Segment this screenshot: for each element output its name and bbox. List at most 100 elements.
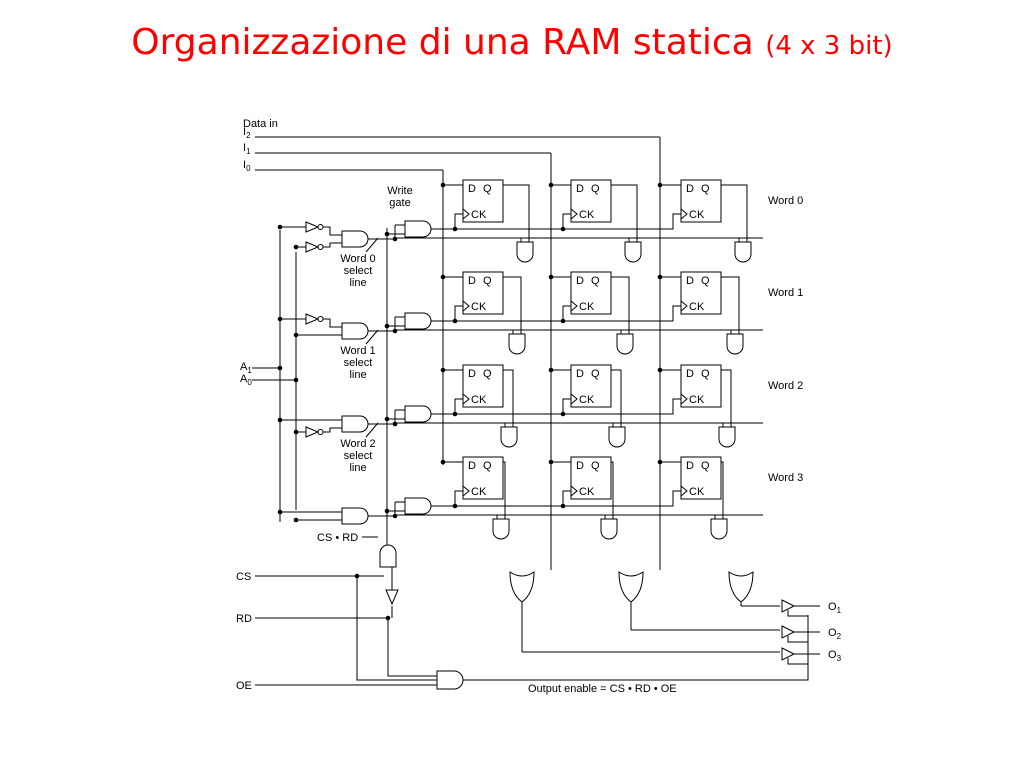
word-label-0: Word 0 [768, 195, 803, 207]
decoder-wire [323, 242, 342, 248]
title-main: Organizzazione di una RAM statica [131, 22, 754, 63]
buffer-enable-wire [787, 610, 808, 617]
ff-ck-label: CK [579, 394, 595, 406]
ff-ck-label: CK [689, 301, 705, 313]
decoder-and-gate [341, 322, 369, 340]
pointer-arrow [365, 329, 379, 345]
junction-dot [560, 318, 566, 324]
ff-ck-label: CK [689, 394, 705, 406]
read-select-wire [615, 237, 630, 242]
ff-q-label: Q [591, 183, 600, 195]
clock-triangle [462, 300, 470, 312]
flip-flop [570, 364, 612, 408]
cs-label: CS [236, 571, 251, 583]
read-and-gate [508, 333, 526, 355]
junction-dot [277, 417, 283, 423]
read-and-gate [516, 241, 534, 263]
rd-label: RD [236, 613, 252, 625]
clock-triangle [462, 208, 470, 220]
junction-dot [293, 517, 299, 523]
decoder-wire [323, 427, 342, 433]
read-select-wire [507, 237, 522, 242]
ff-ck-label: CK [471, 394, 487, 406]
not-bubble [317, 429, 324, 435]
flip-flop [462, 179, 504, 223]
title-detail: (4 x 3 bit) [765, 31, 893, 61]
q-output-wire [611, 461, 614, 519]
clock-wire [454, 490, 463, 506]
write-and-gate [404, 497, 432, 515]
junction-dot [277, 509, 283, 515]
q-output-wire [503, 276, 522, 334]
read-and-gate [726, 333, 744, 355]
ff-q-label: Q [591, 368, 600, 380]
junction-dot [440, 459, 446, 465]
rd-not-gate [385, 589, 399, 606]
clock-triangle [680, 393, 688, 405]
decoder-wire [323, 226, 342, 236]
clock-triangle [680, 208, 688, 220]
flip-flop [680, 179, 722, 223]
clock-triangle [462, 485, 470, 497]
write-and-gate [404, 220, 432, 238]
ff-ck-label: CK [471, 209, 487, 221]
buffer-enable-wire [787, 636, 808, 643]
word-select-wire [368, 410, 396, 425]
clock-triangle [570, 300, 578, 312]
input-label-0: I2 [243, 126, 251, 140]
junction-dot [452, 503, 458, 509]
word-select-label-1: Word 1 [340, 345, 375, 357]
read-and-gate [734, 241, 752, 263]
read-select-wire [483, 514, 498, 519]
junction-dot [440, 274, 446, 280]
flip-flop [680, 364, 722, 408]
output-or-gate [618, 571, 644, 603]
word-select-wire [368, 502, 396, 517]
read-select-wire [709, 422, 724, 427]
ff-q-label: Q [591, 275, 600, 287]
ff-ck-label: CK [689, 209, 705, 221]
ff-q-label: Q [701, 460, 710, 472]
ff-d-label: D [686, 460, 694, 472]
ff-d-label: D [576, 460, 584, 472]
flip-flop [462, 364, 504, 408]
decoder-not-gate [305, 241, 320, 253]
read-and-gate [710, 518, 728, 540]
output-label-2: O3 [828, 649, 842, 663]
ff-q-label: Q [483, 460, 492, 472]
junction-dot [657, 182, 663, 188]
pointer-arrow [365, 422, 379, 438]
junction-dot [392, 513, 398, 519]
junction-dot [548, 367, 554, 373]
buffer-enable-wire [787, 658, 808, 665]
read-select-wire [607, 329, 622, 334]
junction-dot [548, 274, 554, 280]
ff-q-label: Q [701, 368, 710, 380]
junction-dot [440, 367, 446, 373]
ff-d-label: D [686, 368, 694, 380]
input-label-2: I0 [243, 159, 251, 173]
ff-ck-label: CK [579, 209, 595, 221]
decoder-and-gate [341, 507, 369, 525]
ff-d-label: D [468, 183, 476, 195]
output-enable-label: Output enable = CS • RD • OE [528, 683, 677, 695]
q-output-wire [721, 461, 724, 519]
junction-dot [657, 274, 663, 280]
output-enable-line [463, 615, 809, 681]
decoder-not-gate [305, 221, 320, 233]
ff-q-label: Q [701, 275, 710, 287]
write-gate-label: Write [387, 185, 412, 197]
flip-flop [462, 271, 504, 315]
word-select-label-0: line [349, 277, 366, 289]
junction-dot [392, 236, 398, 242]
rd-to-oe-and [387, 618, 437, 677]
ff-d-label: D [468, 275, 476, 287]
q-output-wire [721, 184, 748, 242]
word-select-label-0: select [344, 265, 373, 277]
junction-dot [452, 411, 458, 417]
decoder-and-gate [341, 230, 369, 248]
word-label-2: Word 2 [768, 380, 803, 392]
word-select-wire [368, 317, 396, 332]
read-and-gate [624, 241, 642, 263]
write-and-gate [404, 312, 432, 330]
